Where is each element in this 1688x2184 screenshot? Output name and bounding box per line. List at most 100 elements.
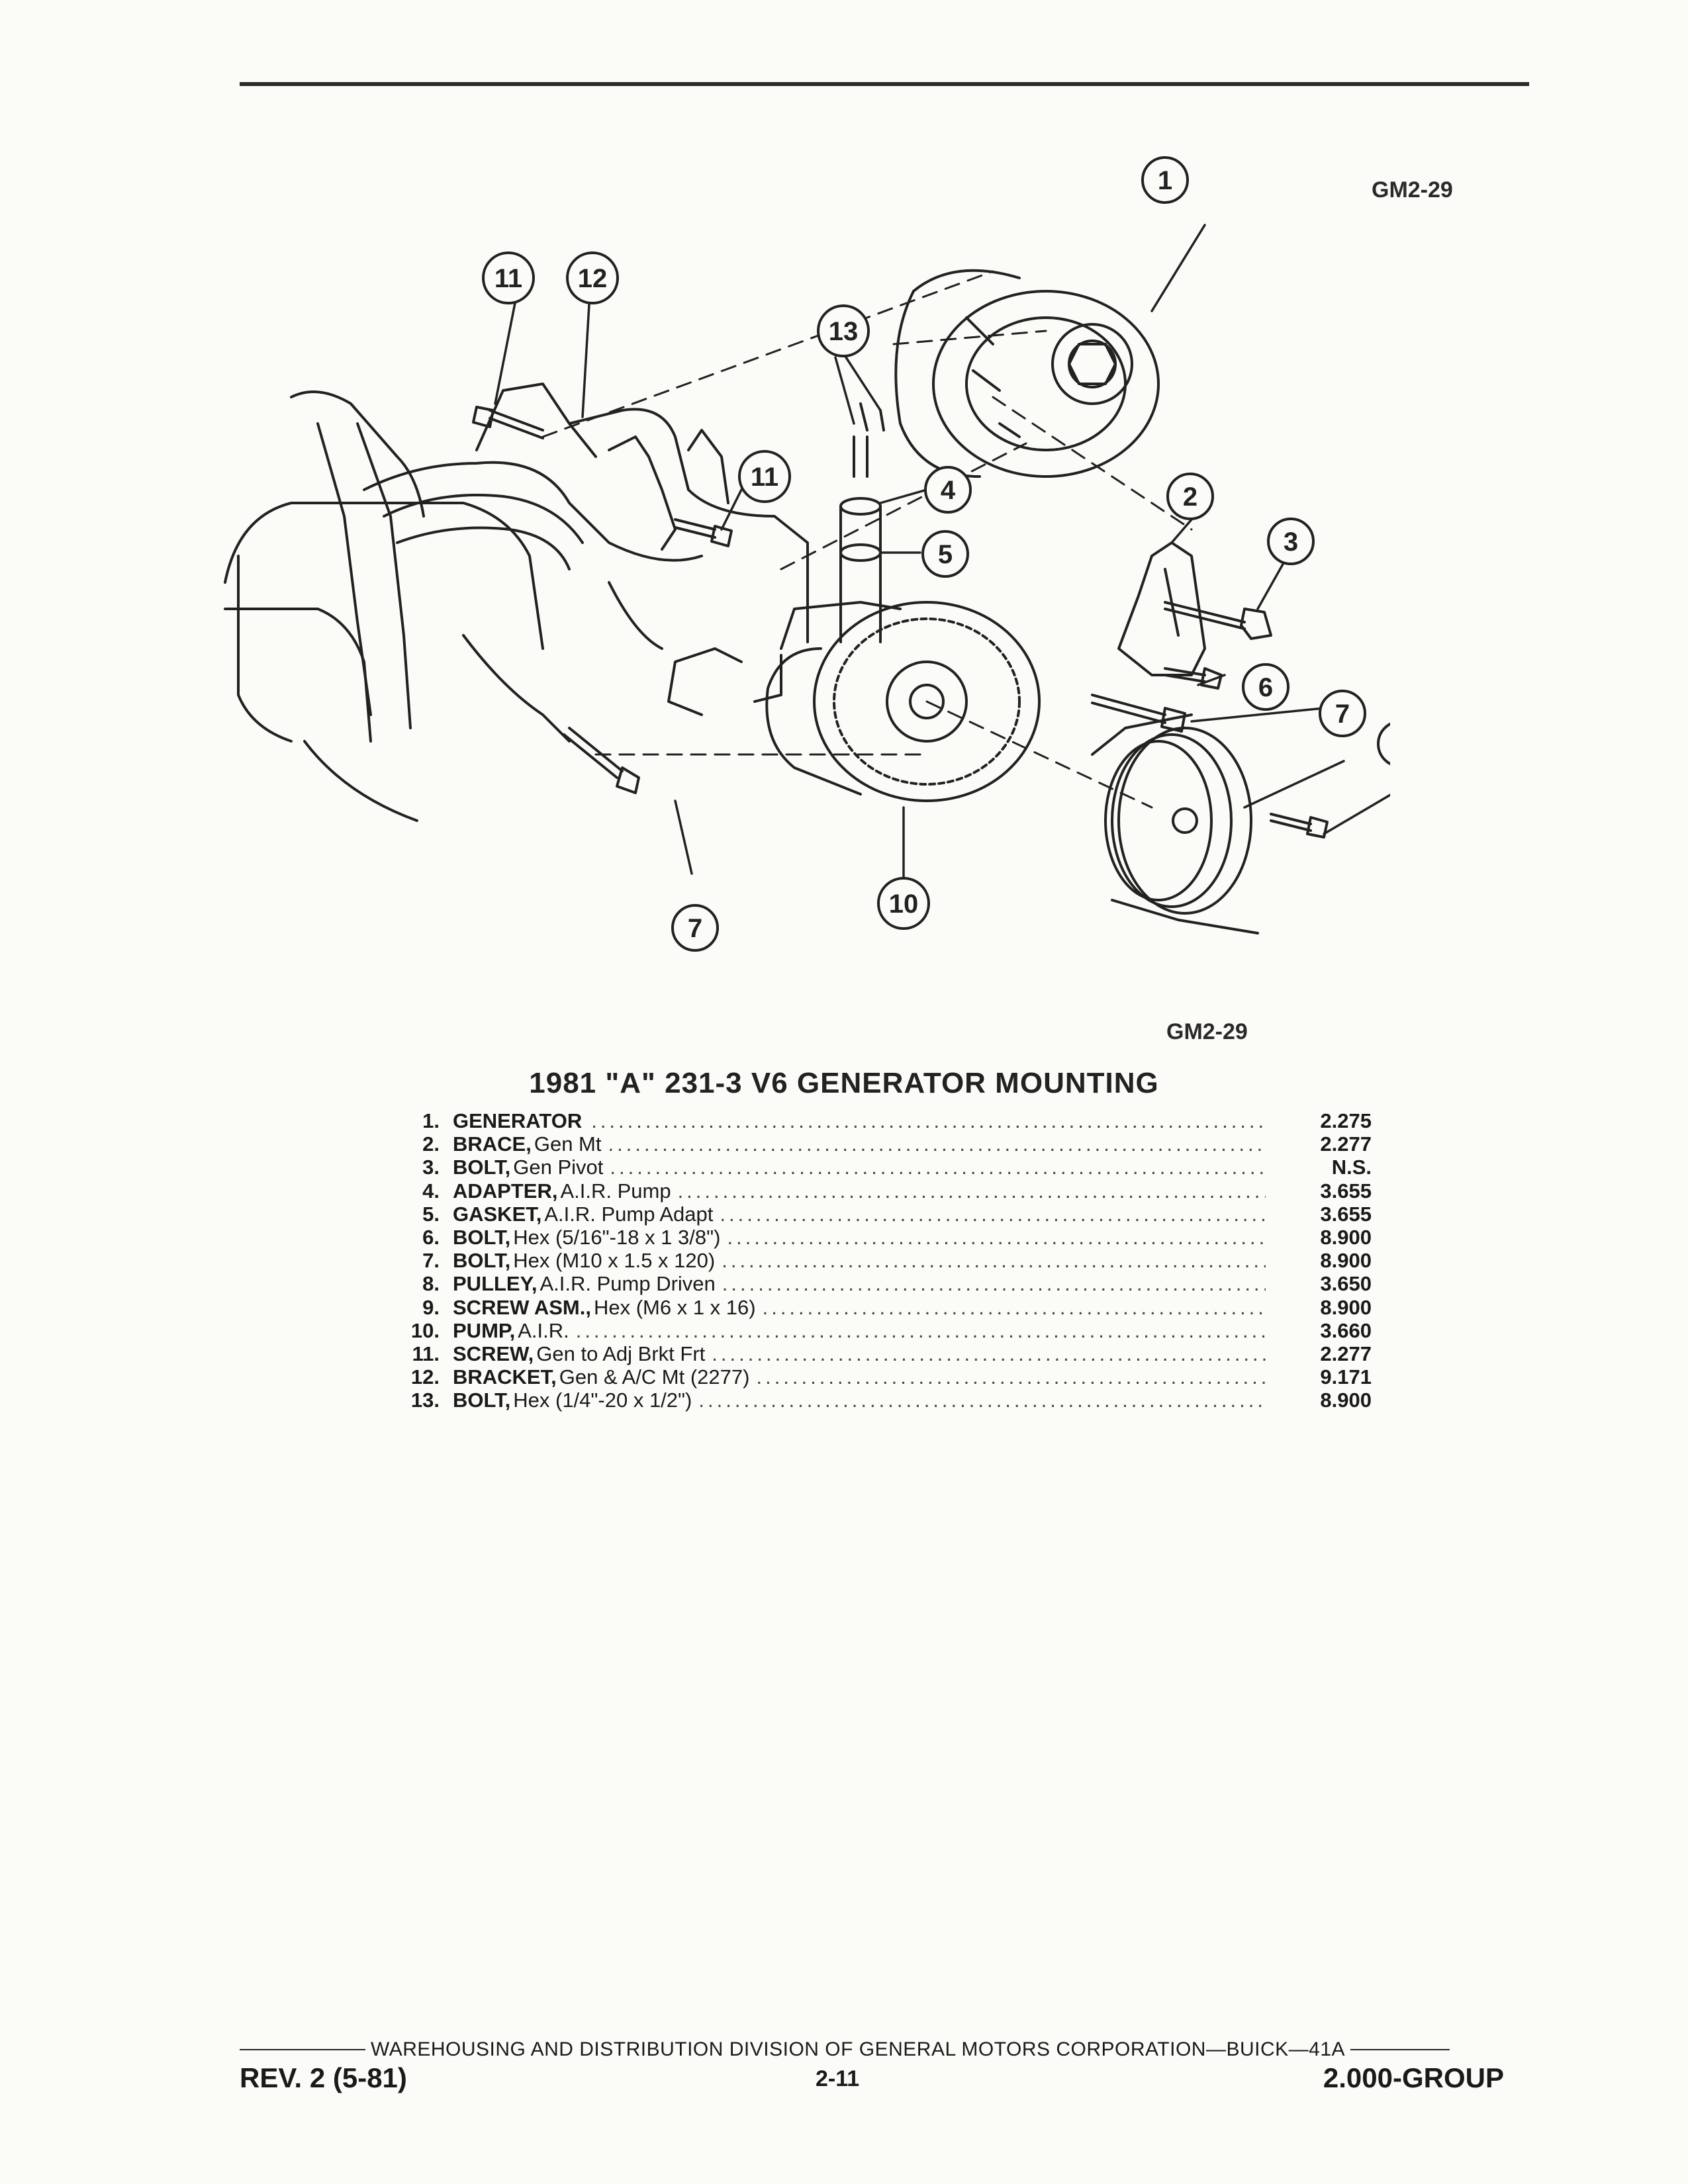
callout-label-12: 12 bbox=[578, 264, 608, 293]
part-number: 3. bbox=[422, 1156, 440, 1179]
part-name: BOLT, bbox=[453, 1249, 511, 1273]
footer-rule-right bbox=[1350, 2049, 1450, 2050]
revision-label: REV. 2 (5-81) bbox=[240, 2062, 407, 2093]
page-title: 1981 "A" 231-3 V6 GENERATOR MOUNTING bbox=[529, 1067, 1159, 1099]
part-description: Hex (M6 x 1 x 16) bbox=[593, 1295, 756, 1319]
leader-dots: ........................................… bbox=[712, 1342, 1266, 1365]
group-code: 2.275 bbox=[1320, 1109, 1372, 1132]
leader-dots: ........................................… bbox=[591, 1109, 1266, 1132]
leader-11b bbox=[720, 488, 743, 531]
alignment-lines bbox=[541, 270, 1193, 809]
parts-row: 1. GENERATOR.............................… bbox=[384, 1109, 1377, 1132]
part-description: Gen Mt bbox=[534, 1132, 602, 1156]
part-description: A.I.R. bbox=[518, 1318, 569, 1342]
group-code: 8.900 bbox=[1320, 1225, 1372, 1249]
group-code: 8.900 bbox=[1320, 1388, 1372, 1412]
parts-row: 4.ADAPTER,A.I.R. Pump...................… bbox=[384, 1179, 1377, 1203]
leader-13 bbox=[834, 356, 882, 425]
callout-label-10: 10 bbox=[889, 889, 919, 919]
part-number: 7. bbox=[422, 1249, 440, 1273]
group-code: 2.277 bbox=[1320, 1342, 1372, 1365]
page-number: 2-11 bbox=[816, 2066, 860, 2091]
part-number: 4. bbox=[422, 1179, 440, 1203]
part-name: BRACE, bbox=[453, 1132, 532, 1156]
callout-circle-2 bbox=[1166, 473, 1214, 520]
group-code: 3.650 bbox=[1320, 1272, 1372, 1296]
callout-circle-10 bbox=[877, 877, 930, 930]
parts-row: 10.PUMP,A.I.R...........................… bbox=[384, 1319, 1377, 1342]
callout-circle-3 bbox=[1267, 518, 1315, 565]
part-number: 6. bbox=[422, 1225, 440, 1249]
callout-label-11: 11 bbox=[494, 264, 522, 293]
callout-circle-6 bbox=[1242, 663, 1289, 711]
footer-division-line: WAREHOUSING AND DISTRIBUTION DIVISION OF… bbox=[240, 2038, 1497, 2061]
leader-dots: ........................................… bbox=[677, 1179, 1266, 1203]
leader-dots: ........................................… bbox=[608, 1132, 1266, 1156]
part-name: GENERATOR bbox=[453, 1109, 583, 1132]
part-description: Gen Pivot bbox=[513, 1156, 604, 1179]
parts-row: 3.BOLT,Gen Pivot........................… bbox=[384, 1156, 1377, 1179]
leader-8 bbox=[1243, 760, 1345, 809]
leader-7b bbox=[674, 799, 693, 875]
part-number: 10. bbox=[410, 1318, 440, 1342]
callout-circle-12 bbox=[566, 251, 619, 304]
air-pump-drawing bbox=[667, 601, 1041, 802]
figure-code-bottom: GM2-29 bbox=[1166, 1019, 1248, 1044]
group-code: 3.660 bbox=[1320, 1318, 1372, 1342]
part-description: A.I.R. Pump Adapt bbox=[544, 1202, 714, 1226]
callout-label-6: 6 bbox=[1258, 673, 1273, 702]
parts-row: 9.SCREW ASM.,Hex (M6 x 1 x 16)..........… bbox=[384, 1296, 1377, 1319]
callout-label-11b: 11 bbox=[751, 463, 778, 492]
part-number: 2. bbox=[422, 1132, 440, 1156]
callout-circle-13 bbox=[817, 304, 870, 357]
part-number: 11. bbox=[412, 1342, 440, 1365]
leader-4 bbox=[879, 488, 928, 504]
footer-division: WAREHOUSING AND DISTRIBUTION DIVISION OF… bbox=[371, 2038, 1346, 2060]
part-name: GASKET, bbox=[453, 1202, 542, 1226]
part-number: 8. bbox=[422, 1272, 440, 1296]
callout-circle-4 bbox=[924, 466, 972, 514]
parts-row: 5.GASKET,A.I.R. Pump Adapt..............… bbox=[384, 1203, 1377, 1226]
leader-dots: ........................................… bbox=[698, 1388, 1266, 1412]
leader-dots: ........................................… bbox=[722, 1249, 1266, 1273]
group-code: 8.900 bbox=[1320, 1295, 1372, 1319]
part-name: BOLT, bbox=[453, 1225, 511, 1249]
top-rule bbox=[240, 82, 1529, 86]
callout-circle-11b bbox=[738, 450, 791, 503]
callout-circle-5 bbox=[921, 530, 969, 578]
leader-9 bbox=[1323, 766, 1438, 835]
leader-dots: ........................................… bbox=[575, 1318, 1266, 1342]
callout-circle-7b bbox=[671, 904, 719, 952]
leader-dots: ........................................… bbox=[720, 1202, 1266, 1226]
callout-label-7: 7 bbox=[1335, 700, 1350, 729]
pivot-bolt-drawing bbox=[1164, 601, 1272, 640]
leader-dots: ........................................… bbox=[722, 1272, 1266, 1296]
bracket-screws-drawing bbox=[472, 406, 733, 551]
group-code: 8.900 bbox=[1320, 1249, 1372, 1273]
part-name: BRACKET, bbox=[453, 1365, 557, 1389]
leader-1 bbox=[1150, 224, 1206, 312]
group-code: 3.655 bbox=[1320, 1179, 1372, 1203]
leader-6 bbox=[1197, 674, 1226, 686]
group-code: 2.277 bbox=[1320, 1132, 1372, 1156]
figure-code-top: GM2-29 bbox=[1372, 177, 1453, 203]
parts-row: 11.SCREW,Gen to Adj Brkt Frt............… bbox=[384, 1342, 1377, 1365]
part-description: A.I.R. Pump bbox=[560, 1179, 671, 1203]
part-description: A.I.R. Pump Driven bbox=[539, 1272, 716, 1296]
callout-circle-11 bbox=[482, 251, 535, 304]
leader-12 bbox=[581, 303, 590, 418]
callout-label-7b: 7 bbox=[688, 914, 702, 943]
leader-7 bbox=[1190, 707, 1325, 723]
callout-label-3: 3 bbox=[1284, 527, 1298, 557]
parts-row: 2. BRACE,Gen Mt..........................… bbox=[384, 1132, 1377, 1156]
part-number: 1. bbox=[422, 1109, 440, 1132]
callout-label-2: 2 bbox=[1183, 482, 1197, 512]
part-name: BOLT, bbox=[453, 1388, 511, 1412]
leader-dots: ........................................… bbox=[727, 1225, 1266, 1249]
exploded-diagram: 1 2 3 4 5 6 7 8 9 10 11 12 13 11 7 bbox=[199, 146, 1487, 1006]
callout-label-4: 4 bbox=[941, 476, 956, 505]
callout-circle-8 bbox=[1377, 720, 1425, 768]
part-name: BOLT, bbox=[453, 1156, 511, 1179]
part-number: 12. bbox=[410, 1365, 440, 1389]
part-description: Gen to Adj Brkt Frt bbox=[536, 1342, 706, 1365]
